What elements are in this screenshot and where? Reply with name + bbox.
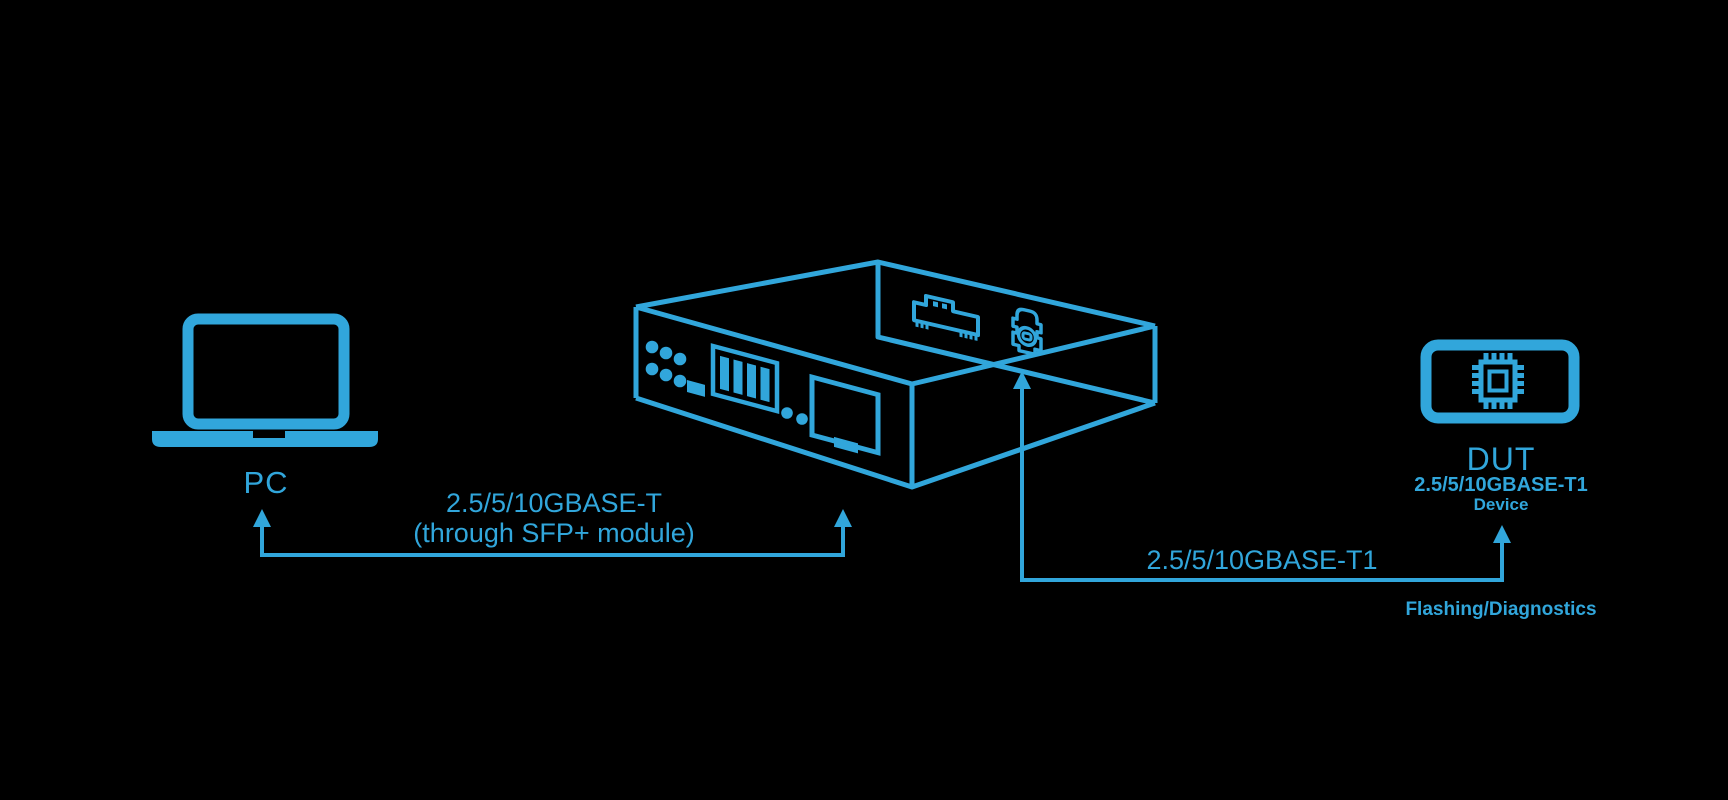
arrow-up-icon — [834, 509, 852, 527]
dut-title: DUT — [1466, 441, 1536, 477]
arrow-up-icon — [1493, 525, 1511, 543]
dut-device-label: Device — [1473, 495, 1529, 514]
card-slot-icon — [809, 373, 881, 456]
led-indicators-icon — [645, 340, 687, 388]
link-tester-dut-line — [1013, 371, 1511, 582]
chip-icon — [1472, 353, 1524, 409]
screen-with-chip-icon — [1420, 339, 1580, 424]
link-pc-tester-label-line2: (through SFP+ module) — [413, 518, 695, 548]
round-connector-icon — [796, 413, 808, 425]
link-tester-dut-label: 2.5/5/10GBASE-T1 — [1146, 545, 1378, 575]
link-pc-tester-line — [253, 509, 852, 557]
rj45-port-icon — [1011, 307, 1043, 357]
dut-flashing-diagnostics-note: Flashing/Diagnostics — [1405, 599, 1597, 620]
round-connector-icon — [781, 407, 793, 419]
link-pc-tester-label: 2.5/5/10GBASE-T (through SFP+ module) — [413, 488, 694, 548]
dut-subtitle: 2.5/5/10GBASE-T1 — [1414, 474, 1588, 496]
pc-label: PC — [243, 465, 289, 500]
link-pc-tester-label-line1: 2.5/5/10GBASE-T — [445, 488, 663, 518]
sfp-module-icon — [912, 293, 980, 341]
arrow-up-icon — [1013, 371, 1031, 389]
port-cage-icon — [710, 343, 780, 415]
arrow-up-icon — [253, 509, 271, 527]
network-tester-chassis-icon — [633, 259, 1158, 490]
front-button-icon — [687, 380, 705, 397]
laptop-icon — [152, 313, 378, 447]
